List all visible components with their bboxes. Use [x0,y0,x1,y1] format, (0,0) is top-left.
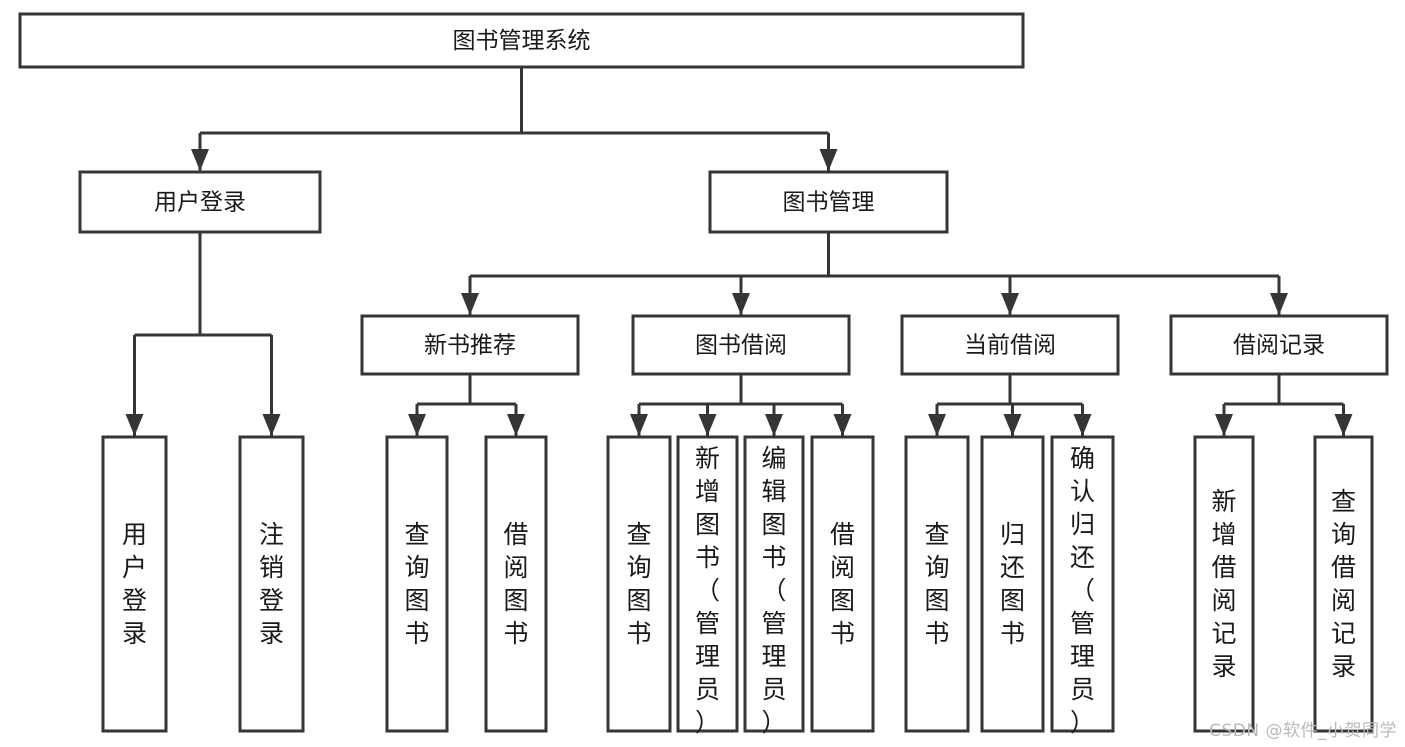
node-leaf-query-book-2[interactable]: 查询图书 [606,435,672,733]
node-book-borrow[interactable]: 图书借阅 [631,314,851,376]
node-leaf-edit-book[interactable]: 编辑图书（管理员） [743,435,805,737]
arrow-head-icon-current-borrow [1001,293,1019,315]
connectors-layer [125,67,1353,436]
node-label-leaf-add-record: 新增借阅记录 [1211,487,1236,681]
node-box-leaf-borrow-book-1 [484,435,548,733]
node-box-leaf-confirm-return [1050,435,1115,733]
node-label-leaf-borrow-book-2: 借阅图书 [830,520,855,648]
node-box-new-book-recommend [360,314,580,376]
arrow-head-icon-leaf-borrow-book-1 [507,414,525,436]
node-user-login[interactable]: 用户登录 [78,170,322,234]
arrow-head-icon-leaf-user-logout [262,414,281,436]
node-label-leaf-confirm-return: 确认归还（管理员） [1070,444,1095,737]
arrow-head-icon-leaf-user-login [125,414,144,436]
arrow-head-icon-book-manage [819,149,838,171]
node-leaf-return-book[interactable]: 归还图书 [980,435,1045,733]
node-box-leaf-query-book-3 [904,435,970,733]
node-leaf-user-login[interactable]: 用户登录 [101,435,168,733]
node-label-leaf-query-book-2: 查询图书 [626,520,651,648]
node-root[interactable]: 图书管理系统 [18,12,1025,69]
node-box-leaf-add-book [676,435,739,733]
node-box-leaf-query-book-1 [385,435,449,733]
node-label-new-book-recommend: 新书推荐 [424,333,516,359]
node-box-leaf-user-login [101,435,168,733]
nodes-layer: 图书管理系统用户登录图书管理用户登录注销登录新书推荐图书借阅当前借阅借阅记录查询… [18,12,1389,737]
node-label-leaf-query-book-1: 查询图书 [404,520,429,648]
node-label-leaf-return-book: 归还图书 [1000,520,1025,648]
arrow-head-icon-user-login [191,149,209,171]
node-label-leaf-add-book: 新增图书（管理员） [695,444,720,737]
node-label-leaf-edit-book: 编辑图书（管理员） [761,444,786,737]
arrow-head-icon-leaf-query-book-2 [630,414,648,436]
node-leaf-add-record[interactable]: 新增借阅记录 [1193,435,1255,733]
arrow-head-icon-leaf-add-record [1215,414,1233,436]
node-box-leaf-add-record [1193,435,1255,733]
node-borrow-record[interactable]: 借阅记录 [1169,314,1389,376]
node-box-leaf-return-book [980,435,1045,733]
node-leaf-borrow-book-2[interactable]: 借阅图书 [810,435,875,733]
arrow-head-icon-leaf-confirm-return [1073,414,1092,436]
node-box-leaf-query-book-2 [606,435,672,733]
node-leaf-user-logout[interactable]: 注销登录 [238,435,305,733]
arrow-head-icon-leaf-borrow-book-2 [833,414,852,436]
node-leaf-borrow-book-1[interactable]: 借阅图书 [484,435,548,733]
node-book-manage[interactable]: 图书管理 [708,170,949,234]
node-leaf-confirm-return[interactable]: 确认归还（管理员） [1050,435,1115,737]
node-box-root [18,12,1025,69]
node-label-root: 图书管理系统 [453,28,591,54]
node-label-leaf-query-book-3: 查询图书 [924,520,949,648]
node-label-user-login: 用户登录 [154,190,246,216]
arrow-head-icon-book-borrow [732,293,750,315]
node-label-borrow-record: 借阅记录 [1233,333,1325,359]
node-leaf-query-record[interactable]: 查询借阅记录 [1313,435,1374,733]
node-label-leaf-user-logout: 注销登录 [259,520,284,648]
node-label-current-borrow: 当前借阅 [964,333,1056,359]
node-box-current-borrow [900,314,1120,376]
node-label-book-borrow: 图书借阅 [695,333,787,359]
node-leaf-add-book[interactable]: 新增图书（管理员） [676,435,739,737]
node-label-leaf-borrow-book-1: 借阅图书 [503,520,528,648]
arrow-head-icon-borrow-record [1270,293,1288,315]
node-new-book-recommend[interactable]: 新书推荐 [360,314,580,376]
csdn-watermark: CSDN @软件_小贺同学 [1209,721,1397,741]
node-label-leaf-query-record: 查询借阅记录 [1331,487,1356,681]
arrow-head-icon-leaf-return-book [1003,414,1022,436]
arrow-head-icon-leaf-edit-book [765,414,783,436]
node-label-leaf-user-login: 用户登录 [122,520,147,648]
node-leaf-query-book-3[interactable]: 查询图书 [904,435,970,733]
arrow-head-icon-leaf-query-record [1334,414,1353,436]
arrow-head-icon-leaf-add-book [698,414,717,436]
arrow-head-icon-leaf-query-book-1 [408,414,426,436]
node-box-leaf-query-record [1313,435,1374,733]
arrow-head-icon-leaf-query-book-3 [928,414,946,436]
arrow-head-icon-new-book-recommend [461,293,479,315]
node-box-book-borrow [631,314,851,376]
node-box-leaf-user-logout [238,435,305,733]
node-label-book-manage: 图书管理 [783,190,875,216]
node-current-borrow[interactable]: 当前借阅 [900,314,1120,376]
node-box-book-manage [708,170,949,234]
node-box-user-login [78,170,322,234]
node-box-leaf-edit-book [743,435,805,733]
node-box-leaf-borrow-book-2 [810,435,875,733]
node-box-borrow-record [1169,314,1389,376]
node-leaf-query-book-1[interactable]: 查询图书 [385,435,449,733]
